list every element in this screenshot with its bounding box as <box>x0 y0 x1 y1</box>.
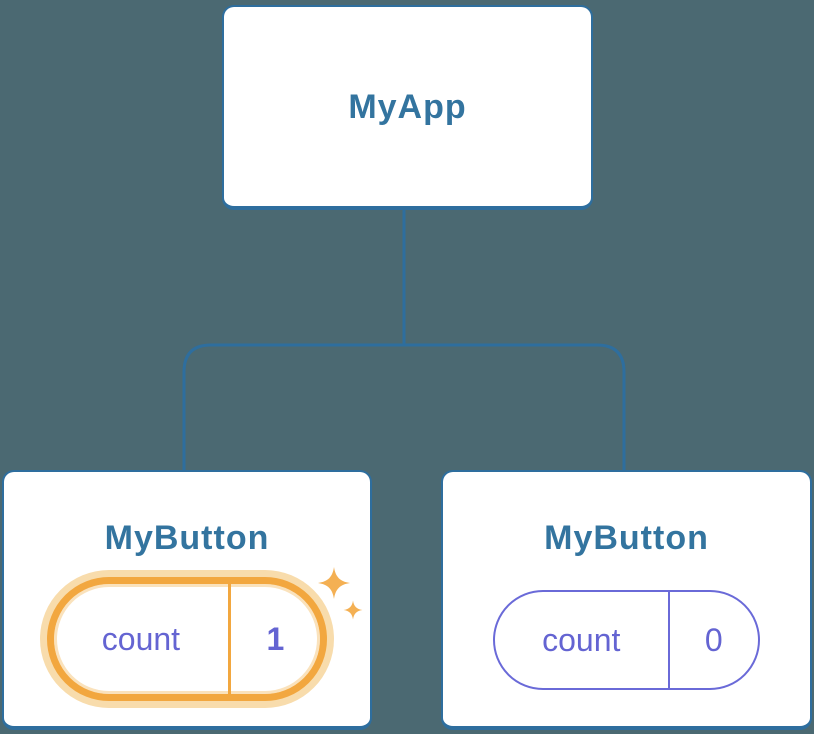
state-name-label: count <box>101 620 181 657</box>
children-bracket-line <box>182 343 626 472</box>
node-title: MyButton <box>104 519 270 557</box>
state-badge-highlighted: count 1 <box>47 577 327 701</box>
state-badge: count 0 <box>493 590 760 690</box>
node-mybutton-unchanged: MyButton count 0 <box>441 470 812 730</box>
state-value: 1 <box>227 584 320 694</box>
node-mybutton-updated: MyButton count 1 <box>2 470 372 730</box>
node-title: MyButton <box>544 519 709 557</box>
node-myapp: MyApp <box>222 5 593 210</box>
node-title: MyApp <box>348 87 467 126</box>
state-value: 0 <box>667 592 758 688</box>
state-name-label: count <box>542 621 621 658</box>
